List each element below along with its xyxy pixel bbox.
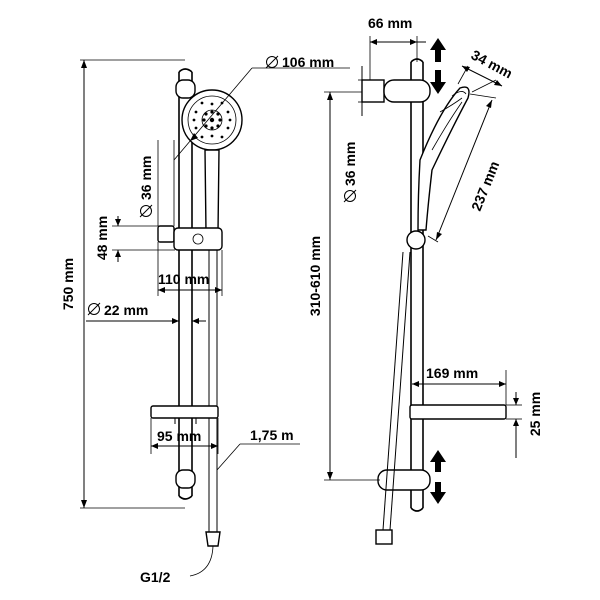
label-shelf-depth: 169 mm	[426, 365, 478, 381]
dimension-head-length: 237 mm	[427, 93, 502, 243]
dimension-connection: G1/2	[140, 545, 214, 585]
dimension-holder-diameter: 36 mm	[138, 140, 175, 226]
label-shelf-height: 25 mm	[527, 392, 543, 436]
side-view: 66 mm 36 mm 31	[307, 15, 543, 545]
dimension-shelf-depth: 169 mm	[412, 365, 507, 405]
wall-bracket-top	[175, 79, 196, 99]
slider-holder	[157, 225, 223, 251]
diameter-icon	[265, 55, 279, 69]
wall-bracket-bottom	[175, 469, 196, 489]
label-rail-diameter: 22 mm	[104, 302, 148, 318]
side-hand-shower	[406, 86, 470, 250]
hand-shower	[181, 89, 243, 236]
front-view: 750 mm 106 mm 36 mm	[60, 54, 350, 585]
dimension-head-depth: 34 mm	[457, 47, 516, 93]
dimension-total-height: 750 mm	[60, 59, 185, 509]
dimension-shelf-height: 25 mm	[506, 392, 543, 458]
label-head-depth: 34 mm	[469, 47, 516, 82]
label-holder-height: 48 mm	[94, 216, 110, 260]
double-arrow-icon	[430, 450, 446, 504]
dimension-wall-offset: 66 mm	[368, 15, 426, 80]
label-wall-offset: 66 mm	[368, 15, 412, 31]
dimension-holder-height: 48 mm	[94, 216, 175, 262]
diameter-icon	[343, 189, 357, 203]
dimension-holder-width: 110 mm	[157, 242, 223, 296]
dimension-side-holder-diameter: 36 mm	[342, 66, 363, 203]
spray-nozzles	[192, 101, 232, 139]
side-rail	[410, 58, 424, 512]
soap-dish	[150, 405, 219, 424]
double-arrow-icon	[430, 38, 446, 94]
dimension-soap-dish-width: 95 mm	[150, 418, 219, 454]
label-total-height: 750 mm	[60, 258, 76, 310]
diameter-icon	[139, 204, 153, 218]
side-hose	[375, 251, 411, 545]
dimension-hose-length: 1,75 m	[216, 427, 300, 471]
label-hose-length: 1,75 m	[250, 427, 294, 443]
label-holder-width: 110 mm	[158, 271, 209, 287]
label-adjust-range: 310-610 mm	[307, 236, 323, 316]
label-connection: G1/2	[140, 569, 171, 585]
dimension-adjust-range: 310-610 mm	[307, 91, 380, 481]
dimension-head-diameter: 106 mm	[173, 54, 350, 161]
label-holder-diameter: 36 mm	[138, 156, 154, 200]
label-head-diameter: 106 mm	[282, 54, 334, 70]
label-head-length: 237 mm	[468, 159, 502, 213]
side-shelf	[409, 404, 507, 420]
label-soap-dish-width: 95 mm	[157, 428, 201, 444]
dimension-rail-diameter: 22 mm	[86, 302, 206, 324]
side-bracket-top	[361, 79, 431, 103]
label-side-holder-diameter: 36 mm	[342, 142, 358, 186]
diameter-icon	[87, 302, 101, 316]
